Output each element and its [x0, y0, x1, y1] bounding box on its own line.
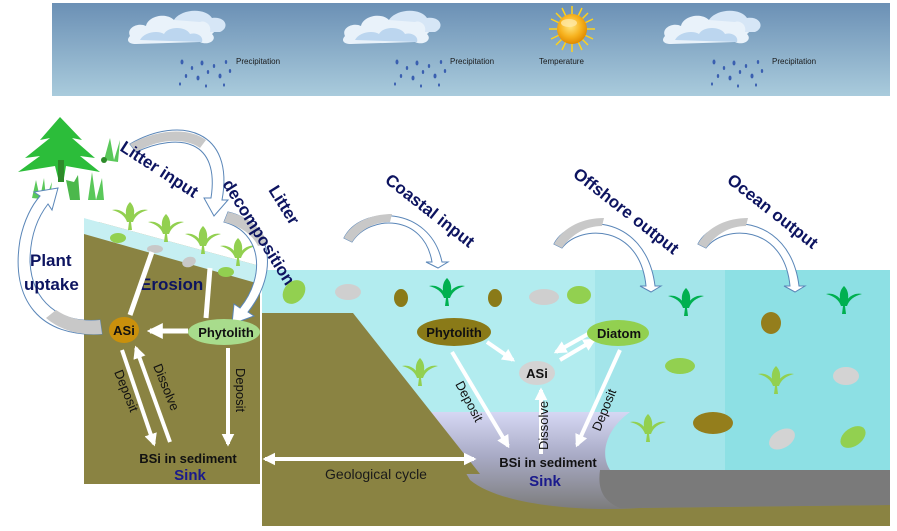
coastal-asi-label: ASi	[526, 366, 548, 381]
land-phytolith-label: Phytolith	[198, 325, 254, 340]
litter-decomposition-label-line1: Litter	[265, 182, 304, 228]
asi-to-diatom-arrow	[558, 338, 597, 362]
plant-uptake-label-line2: uptake	[24, 275, 79, 294]
phytolith-particle	[693, 412, 733, 434]
phytolith-particle	[110, 233, 126, 243]
diatom-deposit-arrow	[575, 349, 622, 448]
phytolith-particle	[488, 289, 502, 307]
coastal-phytolith-label: Phytolith	[426, 325, 482, 340]
erosion-line-right	[203, 267, 213, 319]
coastal-sink-label: Sink	[529, 473, 561, 490]
erosion-label: Erosion	[140, 275, 203, 294]
diatom-node	[587, 320, 649, 346]
phytolith-particle	[394, 289, 408, 307]
continental-slope	[262, 313, 480, 474]
land-flux-arrows	[120, 251, 235, 447]
phytolith-particle	[218, 267, 234, 277]
coastal-asi-node	[519, 361, 555, 385]
coastal-flux-arrows	[450, 332, 622, 454]
asi-deposit-arrow	[120, 349, 157, 447]
asi-particle	[529, 289, 559, 305]
precipitation-label-3: Precipitation	[772, 57, 816, 66]
asi-particle	[335, 284, 361, 300]
diatom-to-asi-arrow	[553, 332, 589, 354]
land-asi-label: ASi	[113, 323, 135, 338]
asi-particle	[147, 245, 163, 253]
diatom-particle	[665, 358, 695, 374]
coastal-sediment-label: BSi in sediment	[499, 455, 597, 470]
temperature-label: Temperature	[539, 57, 584, 66]
land-phytolith-node	[188, 319, 260, 345]
land-deposit-label-right: Deposit	[233, 368, 248, 412]
diatom-label: Diatom	[597, 326, 641, 341]
climate-strip: Precipitation Precipitation Temperature …	[52, 3, 890, 96]
coastal-basin	[262, 270, 890, 526]
phytolith-to-asi-arrow	[485, 340, 516, 362]
asi-particle	[769, 428, 795, 450]
offshore-water	[595, 270, 725, 470]
water-particles	[282, 278, 866, 450]
coastal-dissolve-label: Dissolve	[536, 401, 551, 450]
land-surface-water	[84, 218, 260, 284]
asi-particle	[182, 256, 196, 268]
geological-cycle-label: Geological cycle	[325, 466, 427, 482]
phytolith-deposit-arrow	[450, 350, 510, 449]
ocean-water	[725, 270, 890, 470]
land-sediment-label: BSi in sediment	[139, 451, 237, 466]
precipitation-label-1: Precipitation	[236, 57, 280, 66]
asi-particle	[833, 367, 859, 385]
phytolith-particle	[282, 280, 306, 304]
coastal-phytolith-node	[417, 318, 491, 346]
land-sink-label: Sink	[174, 467, 206, 484]
diatom-particle	[567, 286, 591, 304]
land-block	[84, 200, 260, 484]
erosion-line-left	[127, 251, 155, 316]
asi-dissolve-arrow	[133, 345, 172, 443]
phytolith-particle	[761, 312, 781, 334]
diatom-particle	[840, 426, 866, 448]
precipitation-label-2: Precipitation	[450, 57, 494, 66]
sun-icon	[549, 6, 595, 52]
vegetation-icon	[18, 117, 120, 200]
plant-uptake-label-line1: Plant	[30, 251, 72, 270]
plant-uptake-arrow	[17, 187, 103, 335]
land-asi-node	[109, 317, 139, 343]
litter-input-label: Litter input	[117, 137, 202, 201]
litter-input-arrow	[129, 129, 230, 217]
